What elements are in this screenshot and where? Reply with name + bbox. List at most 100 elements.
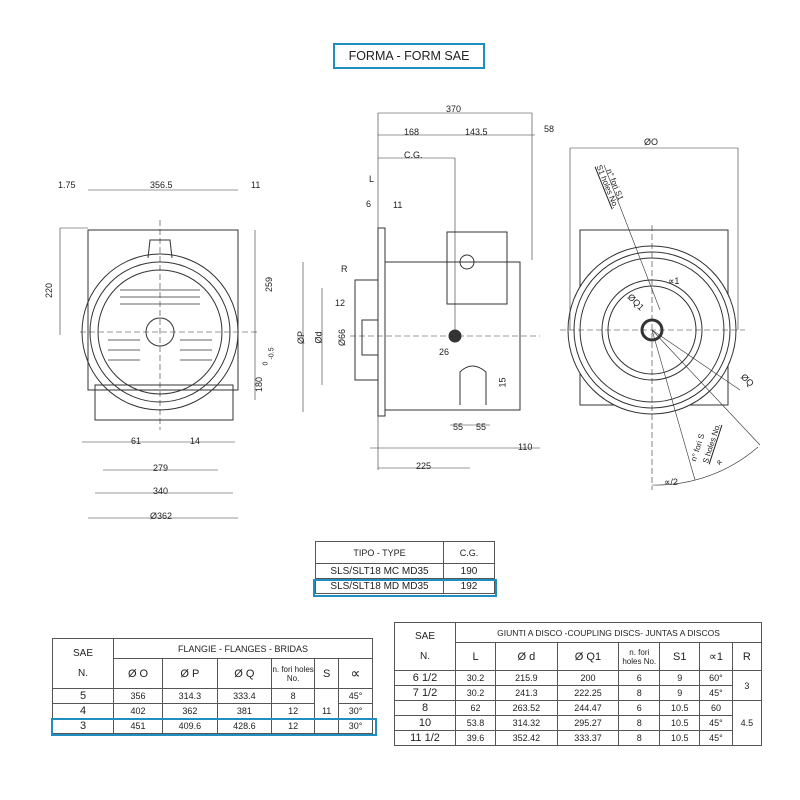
table-cell: 6 <box>618 700 661 716</box>
table-cell: 222.25 <box>556 685 620 701</box>
table-cell: 10.5 <box>659 715 701 731</box>
dim-R: R <box>341 264 348 274</box>
table-cell: 215.9 <box>495 670 558 686</box>
col-alpha: ∝ <box>338 658 373 689</box>
side-view <box>302 112 540 470</box>
cg-header: C.G. <box>443 541 495 564</box>
front-view <box>59 189 260 519</box>
col-P: Ø P <box>162 658 218 689</box>
dim-58: 58 <box>544 124 555 134</box>
table-cell: 10.5 <box>659 730 701 746</box>
flanges-group-header: FLANGIE - FLANGES - BRIDAS <box>113 638 373 659</box>
dim-11: 11 <box>251 180 261 190</box>
table-cell: 60° <box>699 670 733 686</box>
sae-cell: 5 <box>52 688 114 704</box>
sae-cell: 11 1/2 <box>394 730 456 746</box>
dim-180-tol-hi: 0 <box>262 361 270 366</box>
sae-cell: 10 <box>394 715 456 731</box>
table-cell: 62 <box>454 700 497 716</box>
table-cell: 244.47 <box>556 700 620 716</box>
dim-143-5: 143.5 <box>465 127 488 137</box>
table-cell: 8 <box>271 688 316 704</box>
table-cell: 402 <box>112 703 164 719</box>
dim-d66: Ø66 <box>337 328 348 347</box>
dim-279: 279 <box>153 463 169 473</box>
sae-cell: 8 <box>394 700 456 716</box>
table-cell: 381 <box>216 703 273 719</box>
dim-11-side: 11 <box>393 200 403 210</box>
col-Q: Ø Q <box>216 658 273 689</box>
dim-180: 180 <box>254 376 265 393</box>
dim-370: 370 <box>446 104 462 114</box>
table-cell: 45° <box>699 715 733 731</box>
table-cell: 9 <box>659 685 701 701</box>
dim-55a: 55 <box>453 422 464 432</box>
dim-14: 14 <box>190 436 201 446</box>
table-cell: 8 <box>618 685 661 701</box>
cg-cell: 190 <box>443 563 495 579</box>
coupling-group-header: GIUNTI A DISCO -COUPLING DISCS- JUNTAS A… <box>455 622 762 643</box>
dim-6: 6 <box>366 199 372 209</box>
table-cell: 200 <box>556 670 620 686</box>
table-cell: 9 <box>659 670 701 686</box>
col-R: R <box>731 642 763 671</box>
table-cell: 30.2 <box>454 685 497 701</box>
type-header: TIPO - TYPE <box>315 541 444 564</box>
table-cell: 295.27 <box>556 715 620 731</box>
table-cell: 39.6 <box>454 730 497 746</box>
table-cell: 333.37 <box>556 730 620 746</box>
dim-61: 61 <box>131 436 142 446</box>
dim-362: Ø362 <box>150 511 173 521</box>
r-cell: 4.5 <box>731 700 763 746</box>
dim-15: 15 <box>497 377 508 388</box>
table-cell: 12 <box>271 703 316 719</box>
table-cell: 356 <box>112 688 164 704</box>
alpha-half-label: ∝/2 <box>664 477 678 487</box>
col-d: Ø d <box>495 642 558 671</box>
rear-view <box>560 147 761 490</box>
table-cell: 8 <box>618 730 661 746</box>
table-cell: 362 <box>162 703 218 719</box>
type-cell: SLS/SLT18 MC MD35 <box>315 563 444 579</box>
col-holes: n. fori holes No. <box>618 642 661 671</box>
table-cell: 314.32 <box>495 715 558 731</box>
dim-P: ØP <box>296 330 307 345</box>
dim-340: 340 <box>153 486 169 496</box>
table-cell: 333.4 <box>216 688 273 704</box>
table-cell: 314.3 <box>162 688 218 704</box>
dim-L: L <box>369 174 375 184</box>
table-cell: 53.8 <box>454 715 497 731</box>
table-cell: 45° <box>699 685 733 701</box>
dim-259: 259 <box>264 276 275 293</box>
dim-55b: 55 <box>476 422 487 432</box>
page-title: FORMA - FORM SAE <box>333 43 485 69</box>
table-cell: 352.42 <box>495 730 558 746</box>
s-cell: 11 <box>314 688 340 734</box>
dim-O: ØO <box>644 137 659 147</box>
dim-225: 225 <box>416 461 432 471</box>
table-cell: 10.5 <box>659 700 701 716</box>
sae-cell: 7 1/2 <box>394 685 456 701</box>
col-L: L <box>454 642 497 671</box>
dim-d: Ød <box>313 331 324 344</box>
dim-180-tol-lo: -0.5 <box>268 347 276 360</box>
sae-cell: 6 1/2 <box>394 670 456 686</box>
table-cell: 6 <box>618 670 661 686</box>
alpha1-label: ∝1 <box>668 276 680 286</box>
dim-168: 168 <box>404 127 420 137</box>
table-cell: 241.3 <box>495 685 558 701</box>
col-holes: n. fori holes No. <box>271 658 316 689</box>
table-cell: 45° <box>338 688 373 704</box>
col-O: Ø O <box>112 658 164 689</box>
table-cell: 263.52 <box>495 700 558 716</box>
r-cell: 3 <box>731 670 763 701</box>
col-Q1: Ø Q1 <box>556 642 620 671</box>
